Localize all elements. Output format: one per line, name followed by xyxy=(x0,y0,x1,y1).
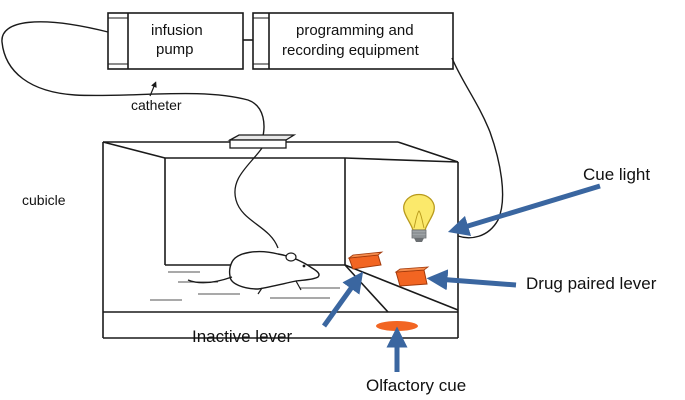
olfactory-cue-spot xyxy=(376,321,418,331)
equipment-wire xyxy=(451,57,504,239)
cue-light-label: Cue light xyxy=(583,165,650,184)
infusion-pump-label-1: infusion xyxy=(151,22,203,39)
rat-icon xyxy=(187,250,320,295)
inactive-lever-arrow xyxy=(321,271,364,328)
equipment-box: programming and recording equipment xyxy=(252,12,454,70)
inactive-lever xyxy=(347,251,384,270)
inactive-lever-label: Inactive lever xyxy=(192,327,292,346)
drug-paired-lever xyxy=(394,266,430,287)
equipment-label-1: programming and xyxy=(296,22,414,39)
cubicle-label: cubicle xyxy=(22,192,66,208)
infusion-pump-box: infusion pump xyxy=(107,12,244,70)
catheter-label: catheter xyxy=(131,97,182,113)
light-bulb-icon xyxy=(403,193,435,242)
tether-line xyxy=(234,147,279,249)
infusion-pump-label-2: pump xyxy=(156,41,194,58)
drug-paired-lever-label: Drug paired lever xyxy=(526,274,657,293)
olfactory-cue-label: Olfactory cue xyxy=(366,376,466,395)
swivel-block xyxy=(227,134,297,149)
cue-light-arrow xyxy=(447,183,601,237)
equipment-label-2: recording equipment xyxy=(282,42,420,59)
catheter-pointer xyxy=(149,81,157,97)
drug-paired-lever-arrow xyxy=(426,269,517,291)
operant-cubicle xyxy=(102,141,459,339)
catheter-tube xyxy=(1,21,265,141)
